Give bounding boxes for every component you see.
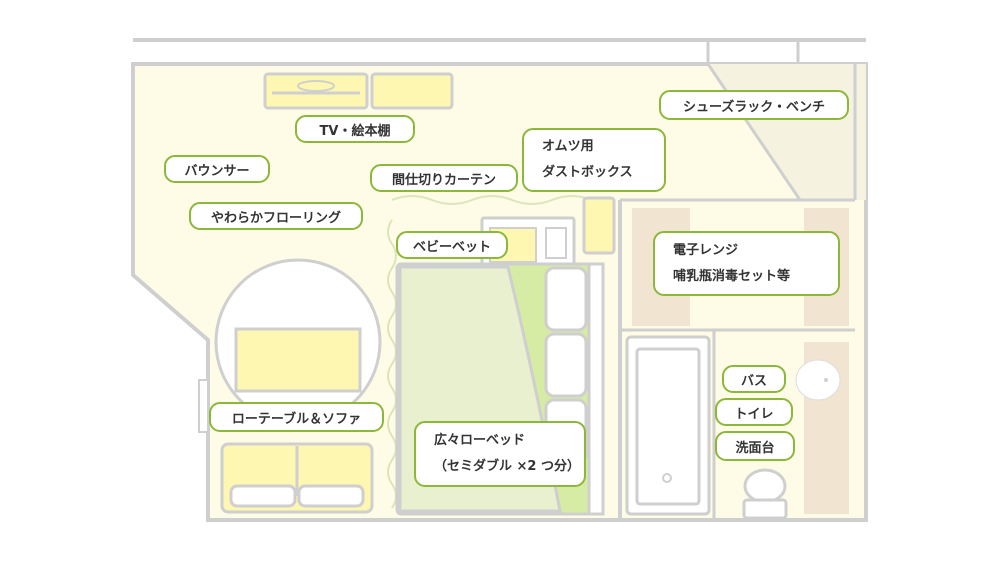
low-table	[234, 327, 362, 393]
label-shoe-rack: シューズラック・ベンチ	[659, 90, 849, 120]
bath-drain	[662, 473, 672, 483]
toilet-tank	[742, 498, 788, 520]
bed-headboard	[587, 262, 605, 516]
sink-tap	[824, 378, 828, 382]
label-low-bed-line2: （セミダブル ×2 つ分）	[434, 459, 580, 474]
label-toilet: トイレ	[715, 398, 793, 426]
sofa-cushion-left	[229, 484, 297, 508]
sofa-cushion-right	[297, 484, 365, 508]
label-flooring: やわらかフローリング	[189, 202, 363, 230]
label-bouncer: バウンサー	[164, 155, 270, 183]
label-microwave-line2: 哺乳瓶消毒セット等	[673, 268, 791, 284]
diaper-box	[582, 196, 616, 255]
curtain-top	[391, 195, 593, 205]
label-table-sofa: ローテーブル＆ソファ	[209, 402, 384, 432]
toilet-bowl	[743, 468, 787, 504]
entrance-frame	[706, 42, 800, 66]
curtain-side	[387, 219, 397, 509]
tv-stand	[297, 80, 335, 92]
pillow-1	[544, 266, 588, 332]
label-microwave-line1: 電子レンジ	[673, 242, 739, 258]
label-diaper-box-line1: オムツ用	[542, 139, 594, 154]
pillow-2	[544, 332, 588, 398]
label-curtain: 間仕切りカーテン	[370, 164, 518, 192]
label-bath: バス	[722, 365, 786, 393]
baby-pillow	[545, 227, 567, 259]
entrance-diagonal	[706, 63, 802, 201]
label-washbasin: 洗面台	[715, 431, 795, 461]
side-window	[198, 379, 209, 433]
label-diaper-box-line2: ダストボックス	[542, 165, 633, 180]
label-tv-shelf: TV・絵本棚	[295, 115, 415, 143]
label-low-bed: 広々ローベッド （セミダブル ×2 つ分）	[414, 421, 586, 487]
label-diaper-box: オムツ用 ダストボックス	[522, 128, 666, 192]
bathtub-inner	[635, 347, 701, 506]
sink	[795, 359, 841, 401]
label-baby-bed: ベビーベット	[396, 231, 508, 259]
book-shelf	[370, 72, 454, 110]
label-microwave: 電子レンジ 哺乳瓶消毒セット等	[653, 231, 840, 296]
label-low-bed-line1: 広々ローベッド	[434, 433, 526, 448]
